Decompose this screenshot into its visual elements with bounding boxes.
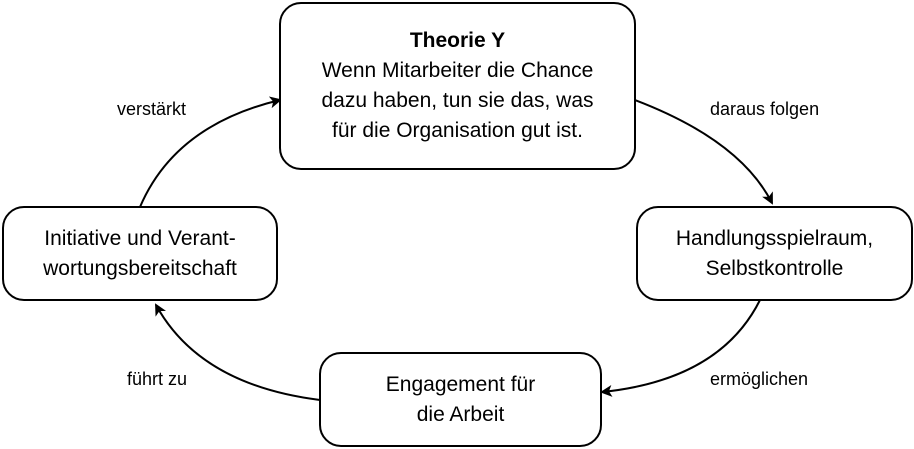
node-theory-y-line: Wenn Mitarbeiter die Chance [321,59,594,82]
arrow-theory-to-freedom [634,99,773,205]
edge-label-fuehrt-zu: führt zu [127,369,188,389]
arrow-initiative-to-theory [139,96,282,208]
node-engagement-line: Engagement für [385,372,536,396]
node-initiative: Initiative und Verant- wortungsbereitsch… [2,206,278,301]
node-initiative-line: Initiative und Verant- [44,226,236,250]
node-initiative-line: wortungsbereitschaft [43,256,237,280]
node-theory-y: Theorie Y Wenn Mitarbeiter die Chance da… [279,2,636,170]
node-theory-y-title: Theorie Y [409,29,506,52]
node-handlungsspielraum-line: Handlungsspielraum, [675,226,874,250]
node-engagement: Engagement für die Arbeit [319,352,602,447]
arrow-engagement-to-initiative [155,303,321,401]
node-theory-y-line: für die Organisation gut ist. [332,119,583,142]
node-handlungsspielraum-line: Selbstkontrolle [705,256,844,280]
node-theory-y-line: dazu haben, tun sie das, was [321,89,594,112]
arrow-freedom-to-engagement [600,299,761,397]
edge-label-daraus-folgen: daraus folgen [710,99,820,119]
node-engagement-line: die Arbeit [416,402,505,426]
edge-label-verstaerkt: verstärkt [117,99,187,119]
node-handlungsspielraum: Handlungsspielraum, Selbstkontrolle [636,206,913,301]
edge-label-ermoeglichen: ermöglichen [710,369,809,389]
